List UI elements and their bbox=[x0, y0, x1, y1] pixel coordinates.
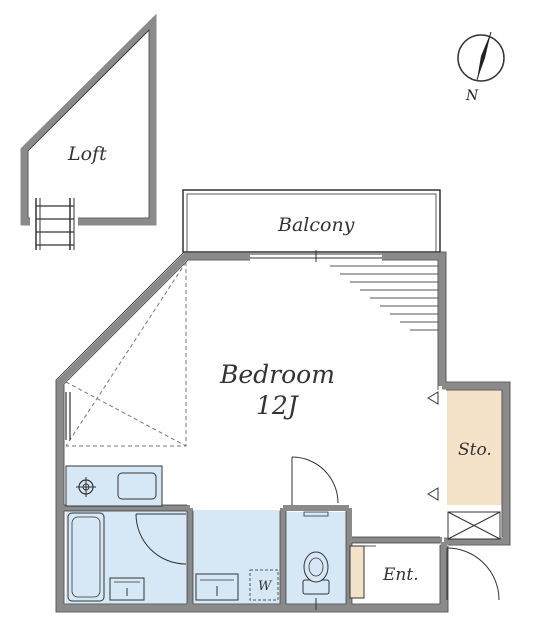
toilet-door bbox=[291, 456, 339, 505]
shoe-cabinet bbox=[349, 545, 365, 599]
balcony-label: Balcony bbox=[277, 214, 355, 236]
stove-burner-icon bbox=[76, 477, 96, 497]
balcony-window bbox=[250, 250, 382, 262]
kitchen-sink bbox=[117, 472, 157, 500]
wall-east bbox=[382, 252, 446, 386]
compass-needle-line bbox=[476, 31, 492, 81]
interior-walls bbox=[62, 505, 442, 606]
bathtub-inner bbox=[71, 516, 101, 598]
entrance-door bbox=[446, 547, 500, 601]
bathroom bbox=[67, 512, 187, 602]
loft-outline bbox=[20, 13, 157, 226]
loft-outline-inner bbox=[27, 29, 150, 219]
compass-north-label: N bbox=[465, 88, 479, 104]
stair-hatch bbox=[330, 265, 438, 331]
shoe-box bbox=[447, 511, 501, 540]
toilet bbox=[302, 511, 330, 610]
loft: Loft bbox=[20, 13, 157, 250]
washer-space bbox=[249, 569, 279, 601]
west-window bbox=[65, 392, 71, 440]
storage-label: Sto. bbox=[458, 440, 492, 460]
balcony: Balcony bbox=[182, 189, 441, 253]
loft-projection bbox=[65, 261, 187, 447]
toilet-bowl-icon bbox=[303, 551, 329, 583]
compass-circle bbox=[457, 34, 505, 82]
exterior-walls-outline bbox=[55, 251, 511, 613]
bathtub bbox=[67, 512, 105, 602]
compass: N bbox=[457, 31, 505, 104]
storage-door-marks bbox=[427, 391, 439, 501]
balcony-outline bbox=[182, 189, 441, 253]
loft-label: Loft bbox=[67, 143, 107, 165]
kitchen bbox=[65, 465, 163, 507]
ladder-icon bbox=[30, 198, 78, 250]
bath-door-swing bbox=[135, 513, 187, 565]
storage-fill bbox=[447, 390, 502, 505]
wall-west-diagonal bbox=[56, 252, 448, 612]
entrance-label: Ent. bbox=[382, 565, 419, 585]
washer-label: W bbox=[258, 579, 273, 594]
bedroom-label: Bedroom bbox=[219, 360, 335, 389]
balcony-inner-rail bbox=[186, 193, 437, 253]
exterior-walls bbox=[56, 252, 510, 612]
wall-storage bbox=[442, 382, 510, 545]
washroom: W bbox=[195, 569, 279, 601]
bedroom-size-label: 12J bbox=[256, 391, 300, 420]
entrance: Ent. bbox=[349, 545, 419, 599]
